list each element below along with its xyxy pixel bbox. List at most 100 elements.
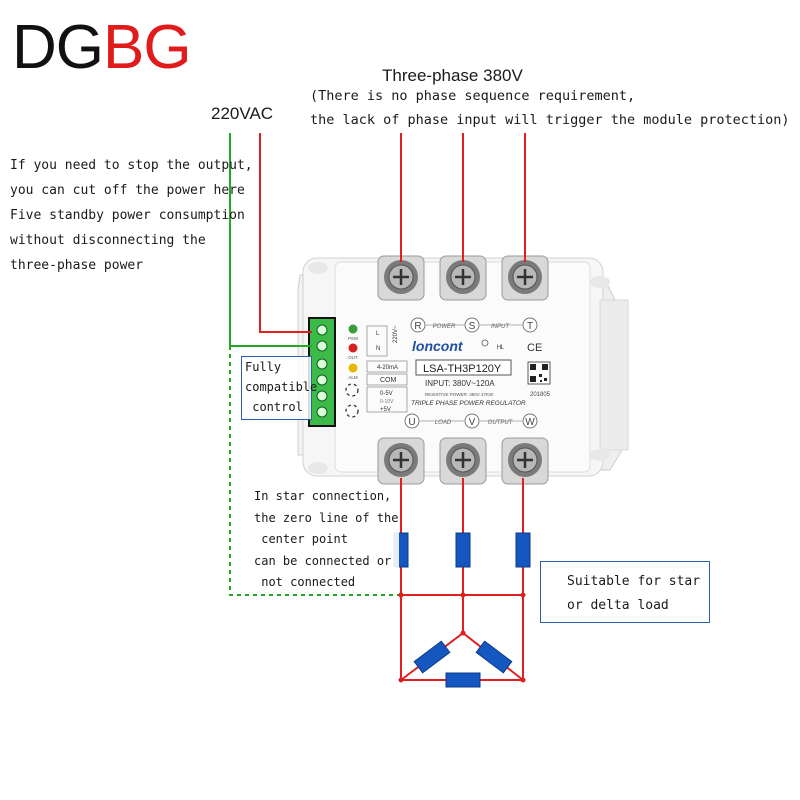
pin-0-5v-label: 0-5V xyxy=(380,391,393,397)
pin-l-label: L xyxy=(376,331,380,337)
neutral-to-star-dashed-wire xyxy=(229,346,400,596)
ac-voltage-label: 220VAC xyxy=(211,104,274,123)
module-date-code: 201805 xyxy=(530,392,551,398)
terminal-letters: R S T U V W xyxy=(404,317,538,429)
mount-hole-br xyxy=(590,449,610,461)
terminal-t-screw xyxy=(501,255,549,301)
control-compat-line: compatible xyxy=(245,380,318,394)
range-note: 0-10V xyxy=(380,399,394,405)
voltage-tag: 220V~ xyxy=(393,325,399,343)
star-resistor-w xyxy=(515,532,531,568)
terminal-captions: POWER INPUT LOAD OUTPUT xyxy=(420,324,522,426)
star-connection-note: In star connection, the zero line of the… xyxy=(254,486,399,594)
load-type-line: or delta load xyxy=(567,598,669,613)
power-caption: POWER xyxy=(433,324,456,330)
star-note-line: center point xyxy=(254,532,348,546)
control-pin-labels: L N 220V~ 4-20mA COM 0-5V 0-10V +5V xyxy=(366,325,408,413)
pin-n-label: N xyxy=(376,346,380,352)
selector-symbol-1 xyxy=(345,383,359,397)
led-psw xyxy=(348,324,358,334)
star-note-line: not connected xyxy=(254,575,356,589)
ac-live-wire xyxy=(259,133,312,333)
terminal-t-label: T xyxy=(527,321,533,332)
terminal-r-label: R xyxy=(414,321,421,332)
terminal-pin-0-5v xyxy=(316,390,328,402)
terminal-w-screw xyxy=(501,437,549,485)
star-resistor-v xyxy=(455,532,471,568)
control-compat-line: control xyxy=(245,400,303,414)
module-nameplate: loncont ᴴᴸ CE LSA-TH3P120Y INPUT: 380V~1… xyxy=(411,338,551,407)
power-cutoff-note-line: without disconnecting the xyxy=(10,233,206,248)
led-psw-label: PSW xyxy=(348,336,359,341)
registered-mark-icon xyxy=(481,339,489,347)
led-out xyxy=(348,343,358,353)
star-note-line: the zero line of the xyxy=(254,510,399,525)
mount-hole-bl xyxy=(308,462,328,474)
junction-v xyxy=(460,592,466,598)
load-type-line: Suitable for star xyxy=(567,574,701,589)
terminal-s-label: S xyxy=(469,321,476,332)
junction-dots xyxy=(398,592,526,683)
junction-delta-left xyxy=(398,677,404,683)
load-type-box: Suitable for star or delta load xyxy=(540,561,710,623)
terminal-u-label: U xyxy=(408,417,415,428)
brand-logo-part2: BG xyxy=(103,13,192,82)
terminal-r-screw xyxy=(377,255,425,301)
ul-mark-icon: ᴴᴸ xyxy=(497,343,504,353)
terminal-w-label: W xyxy=(525,417,535,428)
terminal-pin-5v xyxy=(316,406,328,418)
terminal-v-screw xyxy=(439,437,487,485)
brand-logo-part1: DG xyxy=(12,13,104,82)
terminal-pin-l xyxy=(316,324,328,336)
star-note-line: In star connection, xyxy=(254,489,392,503)
terminal-pin-n xyxy=(316,340,328,352)
load-resistors xyxy=(393,532,531,688)
junction-delta-right xyxy=(520,677,526,683)
module-description: TRIPLE PHASE POWER REGULATOR xyxy=(411,400,526,407)
led-out-label: OUT xyxy=(348,355,358,360)
delta-resistor-right xyxy=(475,640,513,674)
pin-5v-label: +5V xyxy=(380,407,391,413)
delta-resistor-bottom xyxy=(445,672,481,688)
module-resistive: RESISTIVE POWER: 380V 27KW xyxy=(425,392,494,397)
mount-hole-tr xyxy=(590,276,610,288)
terminal-u-screw xyxy=(377,437,425,485)
power-cutoff-note-line: you can cut off the power here xyxy=(10,183,245,198)
power-cutoff-note: If you need to stop the output, you can … xyxy=(10,153,253,278)
led-alm xyxy=(348,363,358,373)
ce-mark: CE xyxy=(527,342,542,354)
module-model: LSA-TH3P120Y xyxy=(423,363,502,375)
status-leds: PSW OUT ALM xyxy=(348,324,359,380)
module-side xyxy=(599,299,629,451)
load-caption: LOAD xyxy=(435,420,452,426)
terminal-s-screw xyxy=(439,255,487,301)
pin-4-20ma-label: 4-20mA xyxy=(377,365,398,371)
terminal-pin-com xyxy=(316,374,328,386)
control-compat-box: Fully compatible control xyxy=(241,356,318,420)
power-cutoff-note-line: Five standby power consumption xyxy=(10,208,245,223)
mount-hole-tl xyxy=(308,262,328,274)
module-brand: loncont xyxy=(412,338,464,354)
pin-com-label: COM xyxy=(380,377,397,384)
star-note-line: can be connected or xyxy=(254,553,392,568)
terminal-pin-4-20ma xyxy=(316,358,328,370)
three-phase-input-wires xyxy=(400,133,526,262)
delta-resistor-left xyxy=(413,640,451,674)
top-terminals xyxy=(377,255,549,301)
three-phase-note-line1: (There is no phase sequence requirement, xyxy=(310,88,636,104)
junction-u xyxy=(398,592,404,598)
junction-delta-top xyxy=(460,630,466,636)
terminal-v-label: V xyxy=(469,417,476,428)
three-phase-title: Three-phase 380V xyxy=(382,66,523,85)
power-cutoff-note-line: If you need to stop the output, xyxy=(10,158,253,173)
led-alm-label: ALM xyxy=(348,375,358,380)
output-wires xyxy=(400,478,524,681)
brand-logo: DGBG xyxy=(12,10,192,86)
three-phase-note-line2: the lack of phase input will trigger the… xyxy=(310,112,790,128)
bottom-terminals xyxy=(377,437,549,485)
junction-w xyxy=(520,592,526,598)
selector-symbols xyxy=(345,383,359,418)
output-caption: OUTPUT xyxy=(488,420,514,426)
selector-symbol-2 xyxy=(345,404,359,418)
